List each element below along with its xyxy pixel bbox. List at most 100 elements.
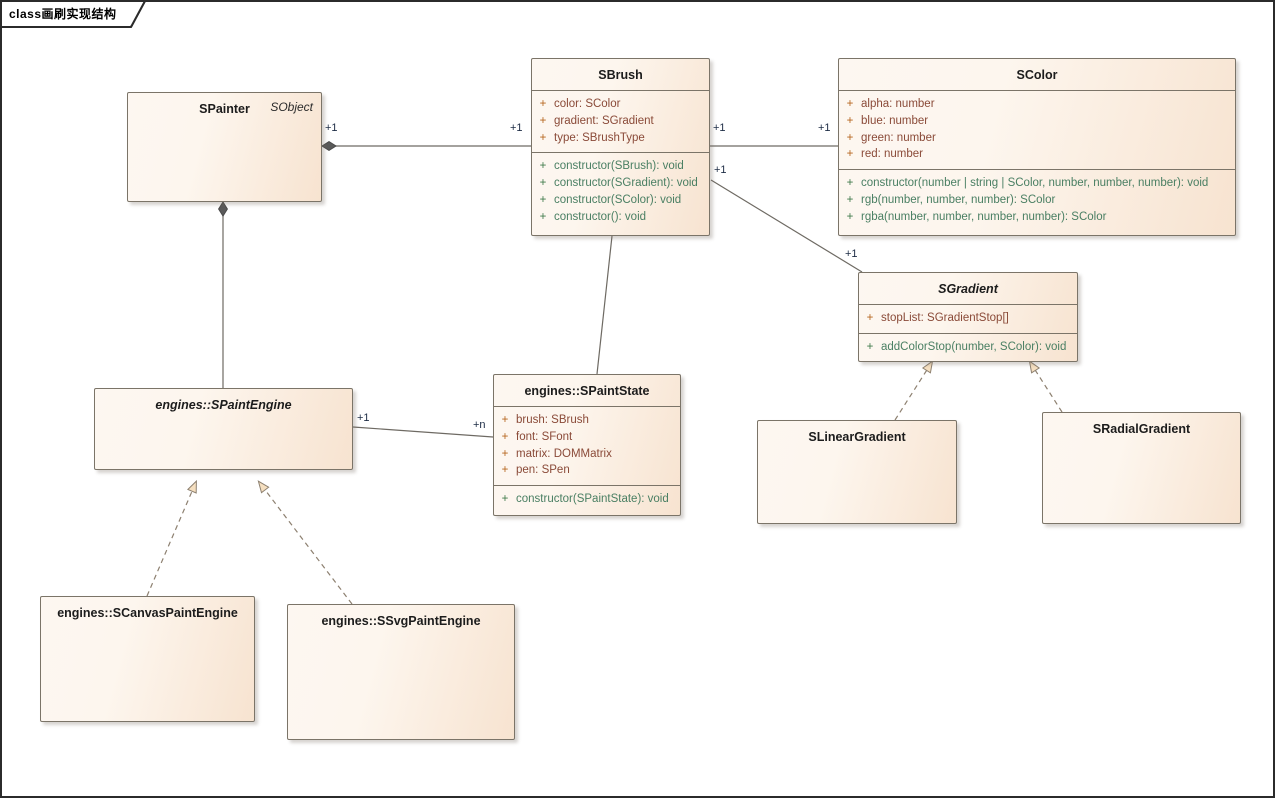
compartment-divider <box>839 90 1235 91</box>
attribute-row: + red: number <box>839 146 1235 163</box>
class-title-spaintstate: engines::SPaintState <box>494 375 680 406</box>
attributes-compartment-sbrush: + color: SColor + gradient: SGradient + … <box>532 91 709 152</box>
compartment-divider <box>494 485 680 487</box>
attribute-row: + pen: SPen <box>494 462 680 479</box>
visibility-marker: + <box>846 98 854 110</box>
class-box-ssvgpaintengine[interactable]: engines::SSvgPaintEngine <box>287 604 515 740</box>
visibility-marker: + <box>501 464 509 477</box>
link-slineargradient-sgradient <box>894 360 934 421</box>
operation-row: + constructor(): void <box>532 209 709 226</box>
attribute-row: + gradient: SGradient <box>532 113 709 130</box>
attribute-text: color: SColor <box>554 98 621 110</box>
diagram-title-text: class画刷实现结构 <box>9 7 117 21</box>
operation-row: + rgb(number, number, number): SColor <box>839 192 1235 209</box>
class-box-scolor[interactable]: SColor + alpha: number + blue: number + … <box>838 58 1236 236</box>
multiplicity-spaintengine-spaintstate-source: +1 <box>357 412 370 424</box>
visibility-marker: + <box>539 193 547 206</box>
operation-text: rgba(number, number, number, number): SC… <box>861 210 1107 223</box>
attribute-text: gradient: SGradient <box>554 114 654 127</box>
multiplicity-sbrush-scolor-source: +1 <box>713 122 726 134</box>
operation-row: + constructor(SColor): void <box>532 192 709 209</box>
operation-row: + constructor(SPaintState): void <box>494 491 680 508</box>
link-ssvgpaintengine-spaintengine <box>257 480 353 605</box>
operations-compartment-sgradient: + addColorStop(number, SColor): void <box>859 334 1077 361</box>
class-name-scanvaspaintengine: engines::SCanvasPaintEngine <box>57 606 238 620</box>
compartment-divider <box>859 332 1077 334</box>
attribute-row: + type: SBrushType <box>532 130 709 147</box>
class-box-spainter[interactable]: SObject SPainter <box>127 92 322 202</box>
visibility-marker: + <box>501 493 509 506</box>
visibility-marker: + <box>539 160 547 173</box>
class-title-ssvgpaintengine: engines::SSvgPaintEngine <box>288 605 514 636</box>
attribute-text: green: number <box>861 131 936 144</box>
operation-text: constructor(SPaintState): void <box>516 493 669 506</box>
attributes-compartment-sgradient: + stopList: SGradientStop[] <box>859 305 1077 333</box>
class-name-scolor: SColor <box>1016 68 1058 82</box>
class-title-sbrush: SBrush <box>532 59 709 90</box>
class-name-sbrush: SBrush <box>598 68 643 82</box>
frame-border-right <box>1273 0 1275 798</box>
link-scanvaspaintengine-spaintengine <box>146 479 197 597</box>
compartment-divider <box>859 304 1077 305</box>
compartment-divider <box>532 90 709 91</box>
operation-row: + constructor(number | string | SColor, … <box>839 175 1235 192</box>
attribute-text: alpha: number <box>861 98 935 110</box>
multiplicity-sbrush-sgradient-target: +1 <box>845 248 858 260</box>
operation-row: + constructor(SGradient): void <box>532 175 709 192</box>
visibility-marker: + <box>539 131 547 144</box>
class-title-scolor: SColor <box>839 59 1235 90</box>
operations-compartment-spaintstate: + constructor(SPaintState): void <box>494 486 680 514</box>
attribute-row: + stopList: SGradientStop[] <box>859 310 1077 327</box>
multiplicity-spainter-sbrush-target: +1 <box>510 122 523 134</box>
compartment-divider <box>839 169 1235 171</box>
link-sradialgradient-sgradient <box>1028 360 1063 413</box>
class-box-scanvaspaintengine[interactable]: engines::SCanvasPaintEngine <box>40 596 255 722</box>
class-box-spaintengine[interactable]: engines::SPaintEngine <box>94 388 353 470</box>
operation-text: constructor(number | string | SColor, nu… <box>861 177 1209 190</box>
operation-text: constructor(SBrush): void <box>554 160 684 173</box>
class-title-slineargradient: SLinearGradient <box>758 421 956 452</box>
attribute-row: + brush: SBrush <box>494 412 680 429</box>
class-box-sgradient[interactable]: SGradient + stopList: SGradientStop[] + … <box>858 272 1078 362</box>
class-stereotype-spainter: SObject <box>270 100 313 114</box>
link-sbrush-spaintstate <box>596 235 613 375</box>
class-box-sbrush[interactable]: SBrush + color: SColor + gradient: SGrad… <box>531 58 710 236</box>
multiplicity-sbrush-sgradient-source: +1 <box>714 164 727 176</box>
class-name-spainter: SPainter <box>199 102 250 116</box>
attribute-text: matrix: DOMMatrix <box>516 447 612 460</box>
visibility-marker: + <box>539 177 547 190</box>
attribute-row: + color: SColor <box>532 96 709 113</box>
visibility-marker: + <box>539 98 547 110</box>
visibility-marker: + <box>846 177 854 190</box>
class-name-spaintengine: engines::SPaintEngine <box>155 398 292 412</box>
operation-row: + constructor(SBrush): void <box>532 158 709 175</box>
diagram-frame-label: class画刷实现结构 <box>0 0 146 28</box>
visibility-marker: + <box>501 430 509 443</box>
class-title-spaintengine: engines::SPaintEngine <box>95 389 352 420</box>
attribute-text: brush: SBrush <box>516 414 589 426</box>
compartment-divider <box>494 406 680 407</box>
attribute-row: + font: SFont <box>494 429 680 446</box>
attributes-compartment-spaintstate: + brush: SBrush + font: SFont + matrix: … <box>494 407 680 485</box>
class-box-spaintstate[interactable]: engines::SPaintState + brush: SBrush + f… <box>493 374 681 516</box>
attribute-text: blue: number <box>861 114 929 127</box>
visibility-marker: + <box>539 114 547 127</box>
attribute-row: + alpha: number <box>839 96 1235 113</box>
operation-text: rgb(number, number, number): SColor <box>861 193 1056 206</box>
class-name-sradialgradient: SRadialGradient <box>1092 422 1191 436</box>
visibility-marker: + <box>866 340 874 353</box>
operation-text: constructor(): void <box>554 210 647 223</box>
class-name-spaintstate: engines::SPaintState <box>524 384 650 398</box>
compartment-divider <box>532 152 709 154</box>
link-spaintengine-spaintstate <box>352 426 494 438</box>
operation-row: + addColorStop(number, SColor): void <box>859 339 1077 356</box>
visibility-marker: + <box>846 193 854 206</box>
class-box-sradialgradient[interactable]: SRadialGradient <box>1042 412 1241 524</box>
operation-text: addColorStop(number, SColor): void <box>881 340 1067 353</box>
multiplicity-spainter-sbrush-source: +1 <box>325 122 338 134</box>
attribute-row: + green: number <box>839 130 1235 147</box>
visibility-marker: + <box>501 447 509 460</box>
frame-border-top <box>0 0 1275 2</box>
class-box-slineargradient[interactable]: SLinearGradient <box>757 420 957 524</box>
